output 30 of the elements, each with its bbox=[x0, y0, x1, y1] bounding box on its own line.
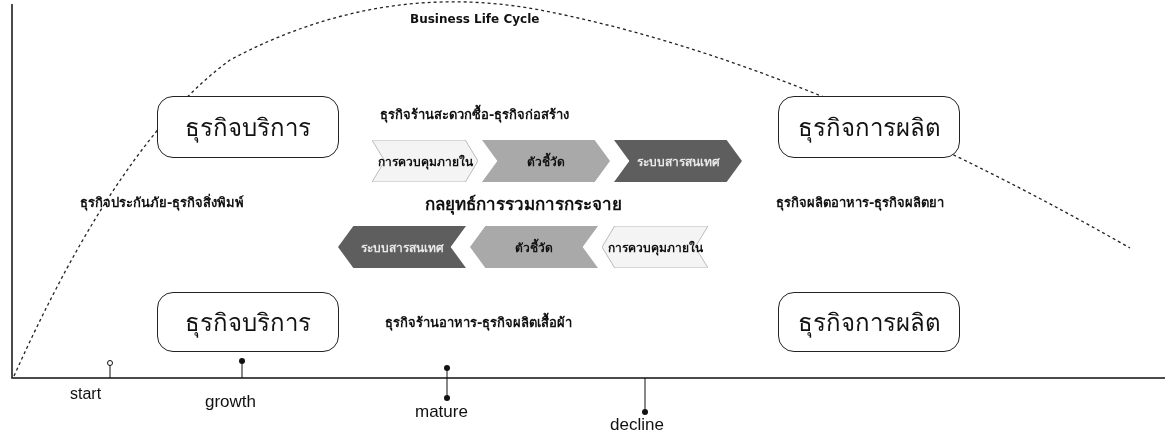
box-label: ธุรกิจการผลิต bbox=[797, 112, 941, 145]
stage-label: mature bbox=[415, 402, 468, 422]
chevron-banner bbox=[482, 140, 610, 182]
chevron-label: การควบคุมภายใน bbox=[377, 153, 473, 171]
chevron-banner bbox=[372, 140, 478, 182]
strategy-heading: กลยุทธ์การรวมการกระจาย bbox=[425, 193, 622, 217]
stage-label: decline bbox=[610, 415, 664, 435]
box-label: ธุรกิจบริการ bbox=[185, 112, 311, 145]
chevron-label: ตัวชี้วัด bbox=[515, 237, 553, 257]
rounded-box bbox=[157, 292, 339, 352]
box-label: ธุรกิจบริการ bbox=[185, 307, 311, 340]
chevron-label: ระบบสารสนเทศ bbox=[636, 153, 720, 171]
chevron-label: การควบคุมภายใน bbox=[607, 239, 703, 257]
business-examples: ธุรกิจร้านอาหาร-ธุรกิจผลิตเสื้อผ้า bbox=[385, 312, 573, 333]
rounded-box bbox=[157, 96, 339, 158]
chevron-banner bbox=[602, 226, 708, 268]
stage-label: growth bbox=[205, 392, 257, 412]
chevron-label: ระบบสารสนเทศ bbox=[360, 239, 444, 257]
business-examples: ธุรกิจประกันภัย-ธุรกิจสิ่งพิมพ์ bbox=[80, 192, 245, 213]
stage-label: start bbox=[70, 385, 102, 403]
chevron-label: ตัวชี้วัด bbox=[527, 151, 565, 171]
rounded-box bbox=[778, 292, 960, 352]
business-examples: ธุรกิจร้านสะดวกซื้อ-ธุรกิจก่อสร้าง bbox=[380, 104, 570, 125]
box-label: ธุรกิจการผลิต bbox=[797, 307, 941, 340]
business-examples: ธุรกิจผลิตอาหาร-ธุรกิจผลิตยา bbox=[776, 194, 945, 213]
chevron-banner bbox=[614, 140, 742, 182]
chevron-banner bbox=[338, 226, 466, 268]
chevron-banner bbox=[470, 226, 598, 268]
curve-title: Business Life Cycle bbox=[410, 12, 540, 26]
rounded-box bbox=[778, 96, 960, 158]
